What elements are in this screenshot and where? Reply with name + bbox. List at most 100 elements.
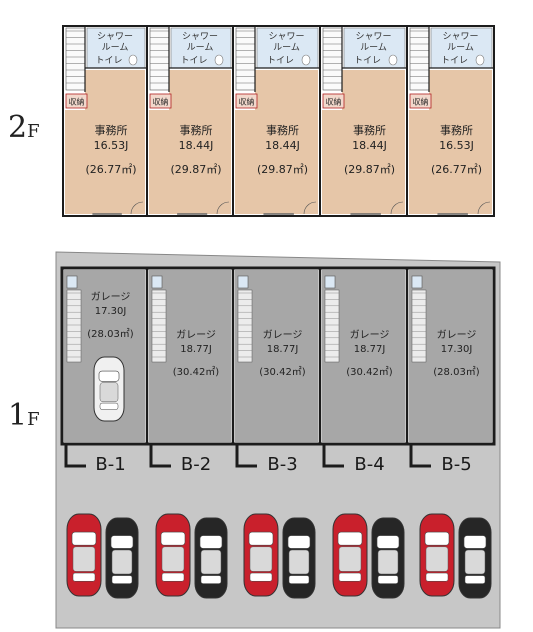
stair bbox=[324, 289, 340, 363]
room-area-m2: (26.77㎡) bbox=[85, 163, 136, 176]
shower-label: シャワー bbox=[355, 32, 391, 42]
parked-car-red bbox=[243, 513, 279, 597]
floor-label-1f: 1F bbox=[8, 398, 40, 433]
room-area-j: 18.44J bbox=[265, 139, 300, 152]
shower-label: シャワー bbox=[97, 32, 133, 42]
car-windshield bbox=[337, 531, 363, 546]
car-rear-window bbox=[99, 402, 119, 410]
room-label: 事務所 bbox=[180, 123, 213, 137]
car-roof bbox=[377, 549, 399, 575]
door-swing bbox=[477, 201, 491, 215]
shower-label: ルーム bbox=[273, 42, 300, 53]
storage-closet bbox=[235, 93, 258, 109]
car-rear-window bbox=[200, 575, 222, 584]
storage-label: 収納 bbox=[326, 97, 342, 107]
bay-label: B-4 bbox=[354, 454, 384, 475]
door-swing bbox=[390, 201, 404, 215]
toilet-icon bbox=[388, 54, 398, 66]
door-swing bbox=[130, 201, 144, 215]
bay-label: B-3 bbox=[267, 454, 297, 475]
bay-label: B-5 bbox=[441, 454, 471, 475]
car-windshield bbox=[424, 531, 450, 546]
car-windshield bbox=[160, 531, 186, 546]
stair bbox=[66, 289, 82, 363]
car-windshield bbox=[287, 535, 311, 549]
stair bbox=[151, 289, 167, 363]
floor-suffix: F bbox=[27, 409, 40, 430]
garage-area-j: 18.77J bbox=[267, 344, 299, 355]
car-windshield bbox=[463, 535, 487, 549]
room-area-j: 18.44J bbox=[179, 139, 214, 152]
car-roof bbox=[72, 546, 96, 572]
garage-area-j: 17.30J bbox=[95, 306, 127, 317]
storage-closet bbox=[409, 93, 432, 109]
office-floor bbox=[255, 70, 318, 214]
car-rear-window bbox=[111, 575, 133, 584]
parked-car-black bbox=[282, 517, 316, 599]
room-label: 事務所 bbox=[440, 123, 473, 137]
room-area-m2: (29.87㎡) bbox=[170, 163, 221, 176]
car-roof bbox=[200, 549, 222, 575]
toilet-icon bbox=[128, 54, 138, 66]
storage-closet bbox=[149, 93, 172, 109]
room-area-j: 16.53J bbox=[439, 139, 474, 152]
entry-box bbox=[151, 275, 163, 289]
toilet-icon bbox=[214, 54, 224, 66]
room-label: 事務所 bbox=[95, 123, 128, 137]
door-bracket bbox=[149, 444, 171, 468]
toilet-label: トイレ bbox=[95, 56, 122, 66]
shower-label: シャワー bbox=[442, 32, 478, 42]
car-windshield bbox=[199, 535, 223, 549]
outer-wall-1f bbox=[60, 266, 496, 446]
garage-area-m2: (28.03㎡) bbox=[433, 366, 480, 378]
office-floor bbox=[342, 70, 405, 214]
shower-label: ルーム bbox=[360, 42, 387, 53]
bay-label: B-2 bbox=[181, 454, 211, 475]
door-bracket bbox=[64, 444, 86, 468]
room-area-j: 18.44J bbox=[352, 139, 387, 152]
room-area-m2: (29.87㎡) bbox=[344, 163, 395, 176]
office-floor bbox=[169, 70, 231, 214]
toilet-label: トイレ bbox=[267, 56, 294, 66]
entry-box bbox=[324, 275, 336, 289]
car-rear-window bbox=[161, 572, 185, 582]
storage-closet bbox=[322, 93, 345, 109]
toilet-label: トイレ bbox=[354, 56, 381, 66]
room-area-j: 16.53J bbox=[94, 139, 129, 152]
office-floor bbox=[235, 110, 257, 214]
entry-box bbox=[237, 275, 249, 289]
car-windshield bbox=[71, 531, 97, 546]
car-roof bbox=[464, 549, 486, 575]
toilet-icon bbox=[475, 54, 485, 66]
room-label: 事務所 bbox=[266, 123, 299, 137]
stair bbox=[237, 289, 253, 363]
car-roof bbox=[338, 546, 362, 572]
room-label: 事務所 bbox=[353, 123, 386, 137]
parked-car-red bbox=[332, 513, 368, 597]
door-bracket bbox=[235, 444, 257, 468]
car-roof bbox=[111, 549, 133, 575]
door-bracket bbox=[409, 444, 431, 468]
room-area-m2: (29.87㎡) bbox=[257, 163, 308, 176]
garage-area-m2: (30.42㎡) bbox=[346, 366, 393, 378]
toilet-icon bbox=[301, 54, 311, 66]
car-windshield bbox=[376, 535, 400, 549]
car-rear-window bbox=[249, 572, 273, 582]
room-area-m2: (26.77㎡) bbox=[431, 163, 482, 176]
car-rear-window bbox=[338, 572, 362, 582]
door-bracket bbox=[322, 444, 344, 468]
shower-label: シャワー bbox=[182, 32, 218, 42]
garage-label: ガレージ bbox=[91, 291, 131, 303]
parked-car-black bbox=[371, 517, 405, 599]
storage-label: 収納 bbox=[413, 97, 429, 107]
storage-label: 収納 bbox=[239, 97, 255, 107]
